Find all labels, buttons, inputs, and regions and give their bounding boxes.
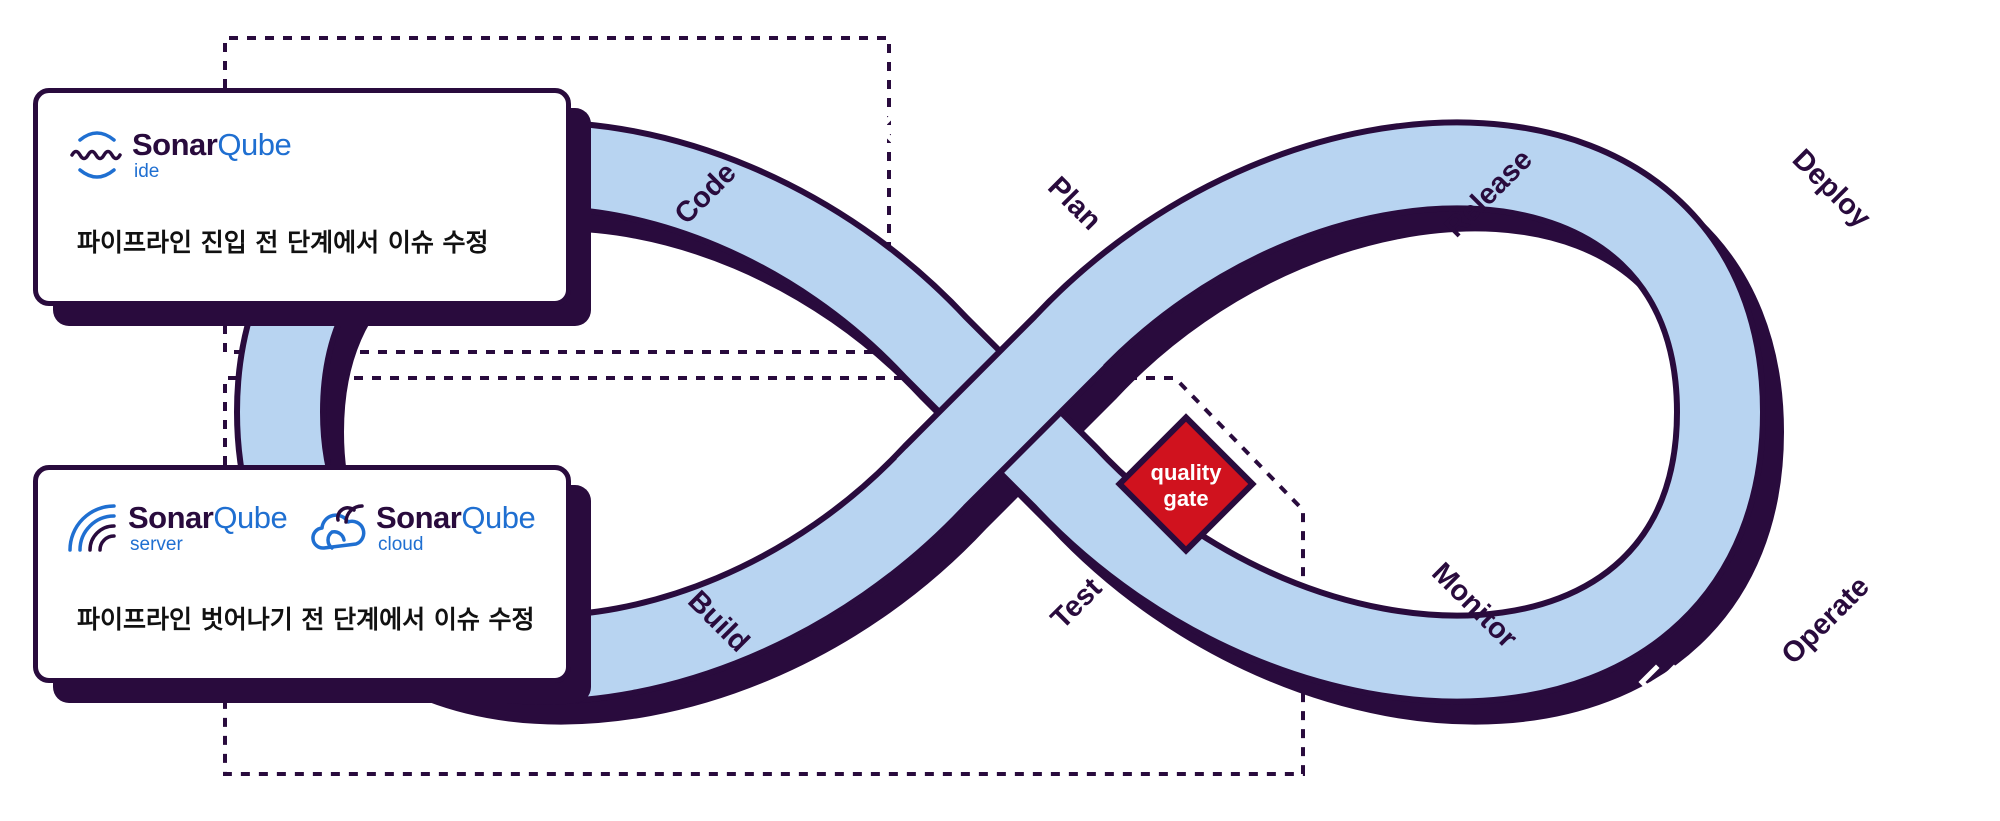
chevron-left-icon bbox=[858, 110, 898, 146]
brand-sub-cloud: cloud bbox=[378, 534, 424, 555]
brand-sub-server: server bbox=[130, 534, 183, 555]
quality-gate-line2: gate bbox=[1163, 486, 1208, 511]
sonar-cloud-icon bbox=[311, 504, 366, 550]
direction-chevrons bbox=[590, 110, 1950, 700]
brand-sonar: Sonar bbox=[132, 127, 218, 162]
stage-label-plan: Plan bbox=[1041, 171, 1107, 237]
connector-lines bbox=[223, 36, 1305, 776]
ide-connector bbox=[223, 36, 891, 354]
chevron-right-icon bbox=[877, 664, 917, 700]
sonar-wave-icon bbox=[70, 131, 122, 179]
crossing-front bbox=[896, 308, 1104, 516]
brand-qube: Qube bbox=[213, 500, 288, 535]
quality-gate-line1: quality bbox=[1151, 460, 1223, 485]
sonarqube-cloud-logo: SonarQube cloud bbox=[310, 500, 536, 556]
sonarqube-ide-card: SonarQube ide 파이프라인 진입 전 단계에서 이슈 수정 bbox=[33, 88, 571, 306]
sonarqube-server-logo: SonarQube server bbox=[64, 500, 288, 556]
sonarqube-server-cloud-card: SonarQube server SonarQube cloud 파이프라인 벗… bbox=[33, 465, 571, 683]
server-cloud-card-caption: 파이프라인 벗어나기 전 단계에서 이슈 수정 bbox=[77, 605, 535, 634]
chevron-up-left-icon bbox=[1207, 342, 1241, 376]
brand-qube: Qube bbox=[461, 500, 536, 535]
brand-sonar: Sonar bbox=[128, 500, 214, 535]
brand-sub-ide: ide bbox=[134, 161, 160, 182]
ide-card-caption: 파이프라인 진입 전 단계에서 이슈 수정 bbox=[77, 228, 489, 257]
sonar-signal-icon bbox=[68, 504, 116, 552]
chevron-down-icon bbox=[1914, 384, 1950, 424]
chevron-left-icon bbox=[1638, 664, 1678, 700]
brand-qube: Qube bbox=[217, 127, 292, 162]
sonarqube-ide-logo: SonarQube ide bbox=[70, 127, 292, 182]
server-connector bbox=[223, 376, 1305, 776]
chevron-right-icon bbox=[1657, 110, 1697, 146]
stage-label-operate: Operate bbox=[1776, 571, 1876, 671]
chevron-up-left-icon bbox=[1315, 449, 1349, 483]
stage-label-test: Test bbox=[1045, 572, 1109, 636]
brand-sonar: Sonar bbox=[376, 500, 462, 535]
chevron-up-right-icon bbox=[1321, 332, 1355, 366]
stage-label-deploy: Deploy bbox=[1786, 143, 1877, 234]
chevron-down-icon bbox=[590, 384, 626, 424]
